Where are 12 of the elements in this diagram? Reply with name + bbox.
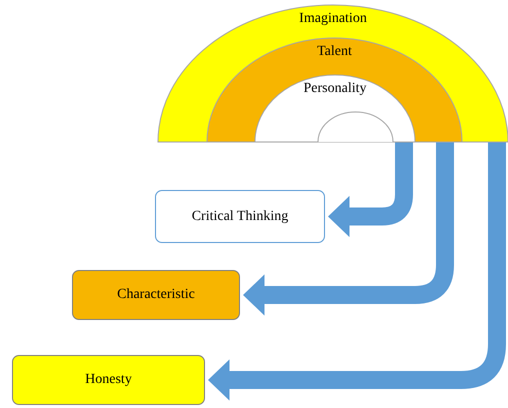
box-label: Critical Thinking <box>192 208 288 224</box>
semicircle-band <box>158 5 508 142</box>
semicircle-band <box>255 75 415 142</box>
box-label: Honesty <box>85 372 132 388</box>
semicircle-band <box>207 38 462 142</box>
text-box <box>12 355 205 405</box>
box-label: Characteristic <box>117 287 195 303</box>
band-label: Personality <box>302 81 368 97</box>
text-box <box>155 190 325 243</box>
band-label: Imagination <box>298 11 368 27</box>
text-box <box>72 270 240 320</box>
band-label: Talent <box>316 44 353 60</box>
